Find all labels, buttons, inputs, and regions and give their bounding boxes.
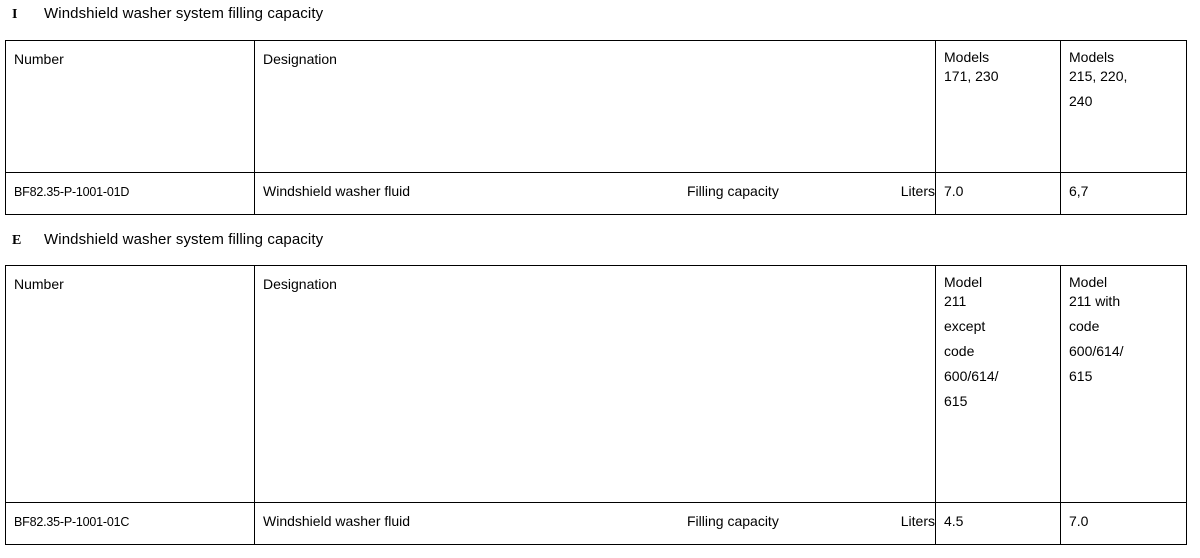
row-designation-text: Windshield washer fluid	[263, 513, 411, 529]
header-value-2-line-4: 600/614/	[1069, 343, 1124, 359]
section-marker-1: I	[12, 7, 18, 22]
header-value-2-line-2: 211 with	[1069, 293, 1121, 309]
cell-value-1: 4.5	[935, 502, 1061, 545]
cell-value-2: 7.0	[1060, 502, 1187, 545]
row-value-2-text: 7.0	[1069, 513, 1089, 529]
cell-value-2: 6,7	[1060, 172, 1187, 215]
cell-value-1: 7.0	[935, 172, 1061, 215]
header-value-2-line-2: 215, 220,	[1069, 68, 1128, 84]
section-title-1: I Windshield washer system filling capac…	[12, 6, 323, 22]
header-cell-designation: Designation	[254, 40, 936, 173]
header-value-2-line-3: code	[1069, 318, 1100, 334]
section-title-text-1: Windshield washer system filling capacit…	[44, 5, 324, 22]
row-unit-text: Liters	[900, 183, 935, 199]
header-label-number: Number	[14, 51, 64, 67]
table-row: BF82.35-P-1001-01C Windshield washer flu…	[5, 502, 1187, 545]
header-value-1-line-1: Models	[944, 49, 990, 65]
header-value-1-line-2: 211	[944, 293, 967, 309]
row-designation-text: Windshield washer fluid	[263, 183, 411, 199]
cell-designation: Windshield washer fluid Filling capacity…	[254, 172, 936, 215]
row-number-text: BF82.35-P-1001-01D	[14, 185, 130, 199]
header-cell-designation: Designation	[254, 265, 936, 503]
row-property-text: Filling capacity	[687, 183, 779, 199]
row-property-text: Filling capacity	[687, 513, 779, 529]
header-cell-value-2: Model 211 with code 600/614/ 615	[1060, 265, 1187, 503]
table-header-row: Number Designation Models 171, 230 Model…	[5, 40, 1187, 173]
row-number-text: BF82.35-P-1001-01C	[14, 515, 130, 529]
cell-designation: Windshield washer fluid Filling capacity…	[254, 502, 936, 545]
header-cell-value-1: Model 211 except code 600/614/ 615	[935, 265, 1061, 503]
spec-table-1: Number Designation Models 171, 230 Model…	[5, 40, 1187, 215]
header-label-designation: Designation	[263, 51, 337, 67]
header-value-2-line-1: Model	[1069, 274, 1108, 290]
section-title-2: E Windshield washer system filling capac…	[12, 232, 323, 248]
header-cell-number: Number	[5, 40, 255, 173]
header-label-designation: Designation	[263, 276, 337, 292]
section-title-text-2: Windshield washer system filling capacit…	[44, 231, 324, 248]
header-value-1-line-4: code	[944, 343, 975, 359]
header-value-1-line-3: except	[944, 318, 986, 334]
row-value-1-text: 4.5	[944, 513, 964, 529]
row-unit-text: Liters	[900, 513, 935, 529]
header-value-2-line-3: 240	[1069, 93, 1093, 109]
header-value-2-line-5: 615	[1069, 368, 1093, 384]
table-header-row: Number Designation Model 211 except code…	[5, 265, 1187, 503]
header-label-number: Number	[14, 276, 64, 292]
header-cell-number: Number	[5, 265, 255, 503]
table-row: BF82.35-P-1001-01D Windshield washer flu…	[5, 172, 1187, 215]
header-cell-value-2: Models 215, 220, 240	[1060, 40, 1187, 173]
section-marker-2: E	[12, 233, 22, 248]
header-value-1-line-2: 171, 230	[944, 68, 999, 84]
cell-number: BF82.35-P-1001-01D	[5, 172, 255, 215]
header-value-1-line-1: Model	[944, 274, 983, 290]
header-value-2-line-1: Models	[1069, 49, 1115, 65]
spec-table-2: Number Designation Model 211 except code…	[5, 265, 1187, 545]
header-cell-value-1: Models 171, 230	[935, 40, 1061, 173]
cell-number: BF82.35-P-1001-01C	[5, 502, 255, 545]
header-value-1-line-5: 600/614/	[944, 368, 999, 384]
header-value-1-line-6: 615	[944, 393, 968, 409]
row-value-1-text: 7.0	[944, 183, 964, 199]
row-value-2-text: 6,7	[1069, 183, 1089, 199]
